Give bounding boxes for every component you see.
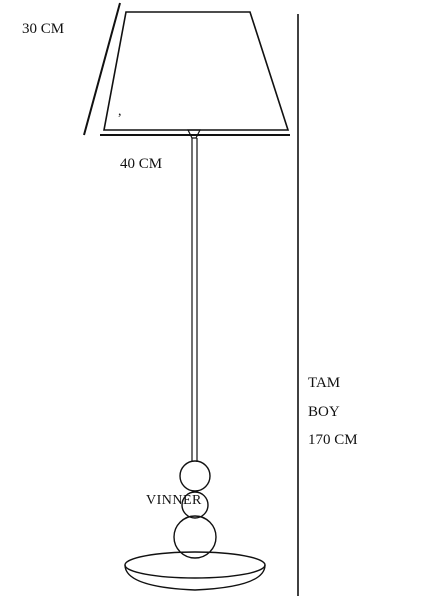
shade-height-dimension-line xyxy=(83,2,121,136)
shade-height-label: 30 CM xyxy=(22,21,65,37)
total-height-value: 170 CM xyxy=(308,432,358,448)
lamp-socket xyxy=(187,129,201,139)
middle-sphere xyxy=(181,491,209,519)
total-height-label-line1: TAM xyxy=(308,375,341,391)
tick-mark: , xyxy=(118,104,122,119)
brand-watermark: VINNER xyxy=(146,493,202,508)
lower-sphere xyxy=(173,515,217,559)
lamp-base-side xyxy=(124,564,266,591)
lamp-shade xyxy=(103,11,290,131)
shade-width-label: 40 CM xyxy=(120,156,163,172)
upper-sphere xyxy=(179,460,211,492)
lamp-base-top xyxy=(124,551,266,579)
total-height-label-line2: BOY xyxy=(308,404,340,420)
